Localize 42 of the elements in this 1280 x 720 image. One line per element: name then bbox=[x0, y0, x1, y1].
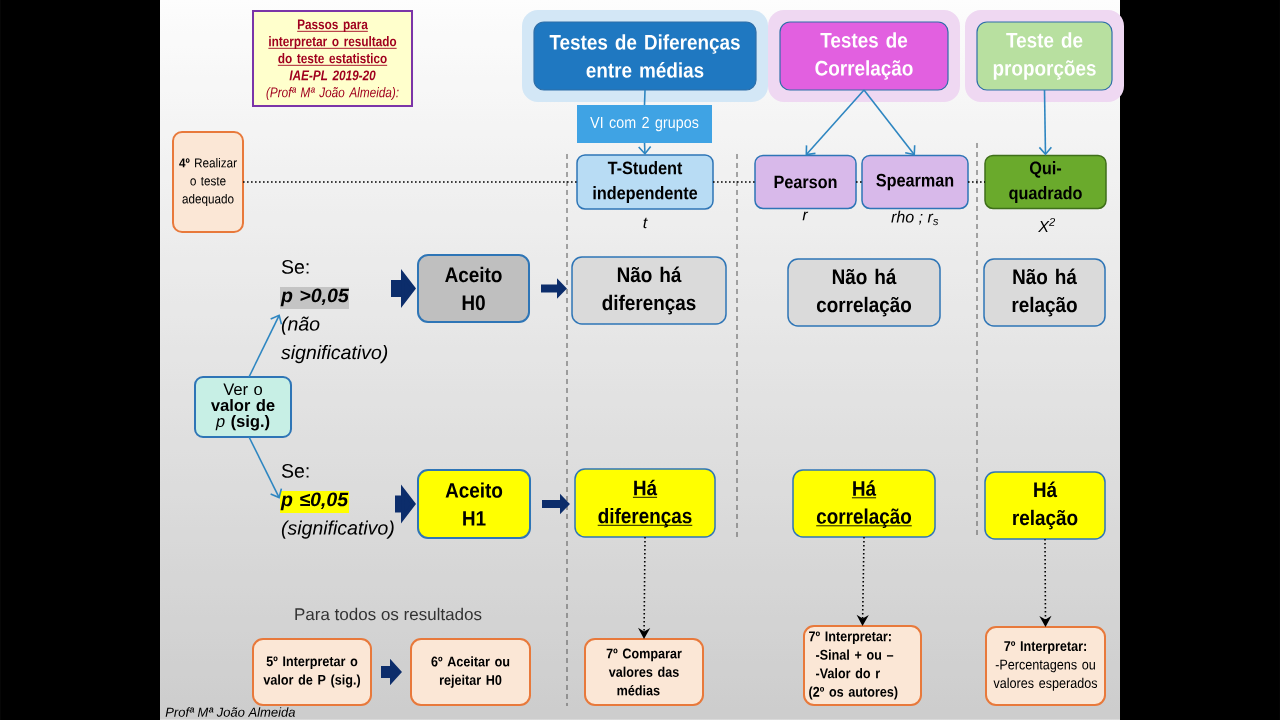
category-header: Testes de Correlação bbox=[779, 21, 949, 91]
category-header: Testes de Diferenças entre médias bbox=[533, 21, 757, 91]
step-box: 7º Interpretar: -Sinal + ou – -Valor do r (2º os autores) bbox=[803, 625, 922, 706]
decision-box: Aceito H1 bbox=[417, 469, 531, 539]
dotted-line bbox=[242, 181, 578, 183]
dotted-line bbox=[967, 181, 986, 183]
arrow bbox=[248, 314, 283, 378]
step-box: 7º Comparar valores das médias bbox=[584, 638, 704, 706]
test-box: Pearson bbox=[754, 154, 857, 210]
dotted-line bbox=[712, 181, 756, 183]
author-credit: Profª Mª João Almeida bbox=[165, 707, 296, 717]
result-box: Não há diferenças bbox=[571, 256, 727, 325]
question-box: Ver o valor de p (sig.) bbox=[194, 376, 292, 438]
test-box: Qui- quadrado bbox=[984, 154, 1107, 210]
statistic-symbol: rho ; r$_{s}$ bbox=[891, 210, 939, 226]
arrow bbox=[248, 436, 283, 499]
arrow bbox=[1038, 89, 1053, 156]
statistic-symbol: r bbox=[802, 211, 809, 221]
step-box: 6º Aceitar ou rejeitar H0 bbox=[410, 638, 531, 706]
result-box: Há relação bbox=[984, 471, 1106, 540]
result-box: Há correlação bbox=[792, 469, 936, 538]
arrow bbox=[805, 89, 865, 156]
test-box: T-Student independente bbox=[576, 154, 714, 210]
step-box: 7º Interpretar: -Percentagens ou valores esperados bbox=[985, 626, 1106, 706]
condition-text: Se: p ≤0,05 (significativo) bbox=[280, 464, 394, 539]
dotted-line bbox=[855, 181, 863, 183]
result-box: Não há relação bbox=[983, 258, 1106, 327]
note-text: Para todos os resultados bbox=[295, 607, 482, 621]
connector-line bbox=[643, 89, 646, 106]
decision-box: Aceito H0 bbox=[417, 254, 530, 323]
category-header: Teste de proporções bbox=[976, 21, 1113, 91]
step-box: 5º Interpretar o valor de P (sig.) bbox=[252, 638, 372, 706]
condition-box: VI com 2 grupos bbox=[577, 105, 712, 143]
statistic-symbol: t bbox=[643, 217, 648, 229]
step-box: 4º Realizar o teste adequado bbox=[172, 131, 244, 233]
test-box: Spearman bbox=[861, 154, 969, 210]
statistic-symbol: X$^{2}$ bbox=[1038, 217, 1056, 233]
condition-text: Se: p >0,05 (não significativo) bbox=[280, 260, 388, 364]
arrow bbox=[863, 89, 916, 156]
note-box: Passos para interpretar o resultado do teste estatistico IAE-PL 2019-20 (Profª Mª João Almeida): bbox=[252, 10, 413, 107]
result-box: Não há correlação bbox=[787, 258, 941, 327]
result-box: Há diferenças bbox=[574, 468, 716, 538]
